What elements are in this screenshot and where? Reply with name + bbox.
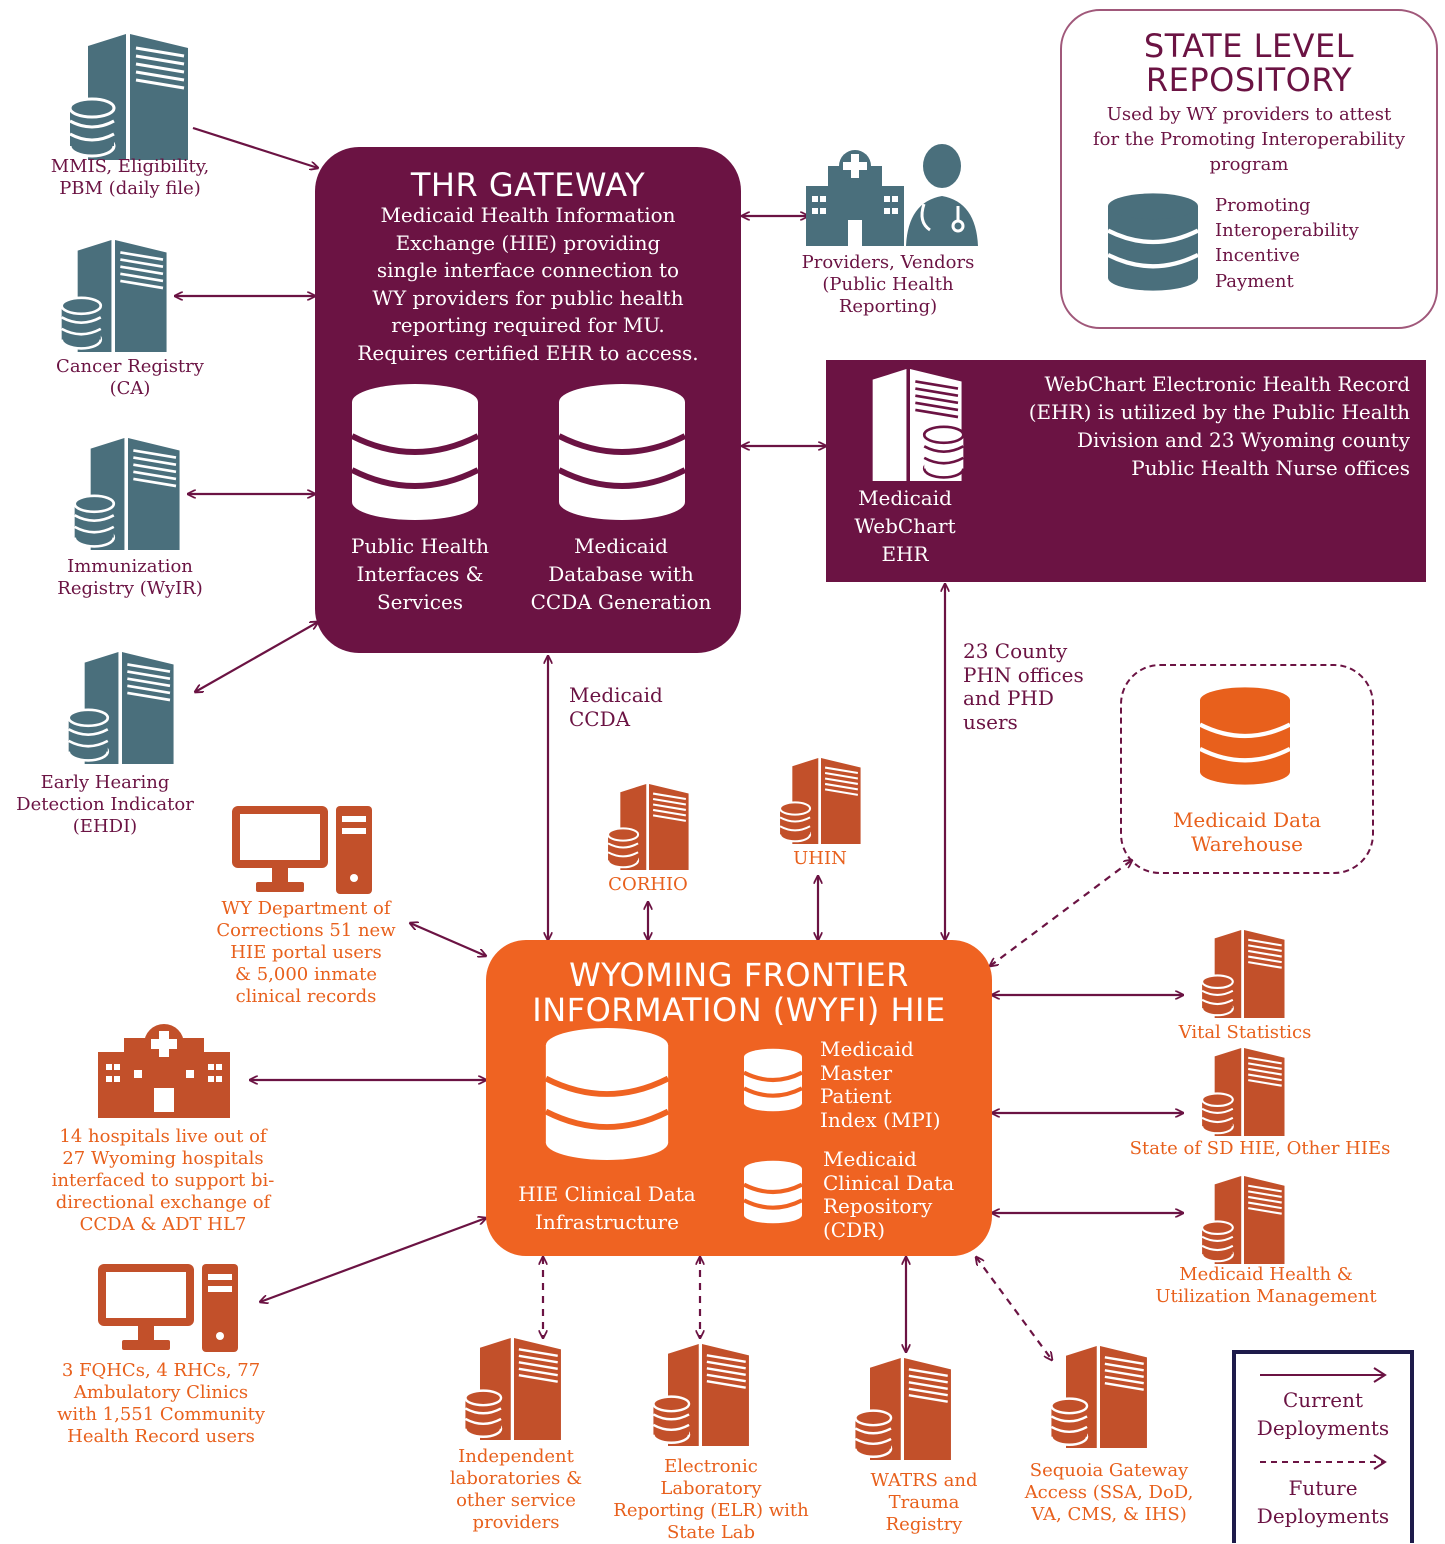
state-repo-title: STATE LEVEL REPOSITORY <box>1143 27 1355 99</box>
server-icon <box>854 1358 951 1460</box>
database-icon <box>350 384 480 520</box>
database-icon <box>743 1048 803 1112</box>
hospitals-label: 14 hospitals live out of 27 Wyoming hosp… <box>51 1126 275 1235</box>
server-icon <box>60 240 167 352</box>
arrow-wyfi-sequoia <box>976 1257 1052 1360</box>
mmis-label: MMIS, Eligibility, PBM (daily file) <box>50 156 210 199</box>
hospital-doctor-icon <box>806 144 978 246</box>
server-icon <box>1201 930 1285 1018</box>
server-icon <box>73 438 180 550</box>
providers-vendors-label: Providers, Vendors (Public Health Report… <box>801 252 975 317</box>
promoting-interoperability-label: Promoting Interoperability Incentive Pay… <box>1215 195 1359 292</box>
legend-future-label: Future Deployments <box>1256 1476 1390 1528</box>
thr-gateway-title: THR GATEWAY <box>410 166 646 204</box>
server-icon <box>1201 1048 1285 1136</box>
public-health-interfaces-label: Public Health Interfaces & Services <box>350 534 489 614</box>
utilization-management-label: Medicaid Health & Utilization Management <box>1155 1264 1377 1307</box>
server-icon <box>1201 1176 1285 1264</box>
server-icon <box>872 369 965 481</box>
medicaid-database-label: Medicaid Database with CCDA Generation <box>530 534 712 614</box>
immunization-registry-label: Immunization Registry (WyIR) <box>57 556 203 599</box>
database-icon <box>544 1028 670 1160</box>
wy-corrections-label: WY Department of Corrections 51 new HIE … <box>216 898 396 1007</box>
county-phn-label: 23 County PHN offices and PHD users <box>963 639 1084 734</box>
independent-labs-label: Independent laboratories & other service… <box>449 1446 583 1533</box>
legend-solid-arrow <box>1260 1367 1387 1383</box>
ehdi-label: Early Hearing Detection Indicator (EHDI) <box>16 772 194 837</box>
sd-hie-label: State of SD HIE, Other HIEs <box>1129 1138 1391 1159</box>
database-icon <box>1199 687 1291 785</box>
server-icon <box>68 34 188 160</box>
database-icon <box>557 384 687 520</box>
corhio-label: CORHIO <box>608 874 688 895</box>
arrow-wydoc-wyfi <box>410 923 486 956</box>
medicaid-webchart-label: Medicaid WebChart EHR <box>854 486 956 566</box>
hie-clinical-data-label: HIE Clinical Data Infrastructure <box>518 1182 696 1234</box>
state-level-repository-box <box>1060 9 1438 329</box>
legend-current-label: Current Deployments <box>1256 1388 1390 1440</box>
arrow-wyfi-warehouse <box>990 860 1132 966</box>
legend-box <box>1232 1350 1414 1543</box>
database-icon <box>743 1160 803 1224</box>
mpi-label: Medicaid Master Patient Index (MPI) <box>820 1037 941 1132</box>
thr-gateway-description: Medicaid Health Information Exchange (HI… <box>357 203 699 365</box>
server-icon <box>1050 1346 1147 1448</box>
data-warehouse-label: Medicaid Data Warehouse <box>1172 808 1322 857</box>
database-icon <box>1107 193 1199 291</box>
watrs-label: WATRS and Trauma Registry <box>870 1470 978 1535</box>
server-icon <box>652 1344 749 1446</box>
hospital-icon <box>98 1024 230 1118</box>
arrow-mmis-thr <box>192 126 318 168</box>
medicaid-ccda-label: Medicaid CCDA <box>569 683 663 732</box>
cdr-label: Medicaid Clinical Data Repository (CDR) <box>823 1147 955 1242</box>
server-icon <box>464 1338 561 1440</box>
data-warehouse-box <box>1120 664 1374 874</box>
arrow-ehdi-thr <box>195 622 318 692</box>
wyfi-hie-title: WYOMING FRONTIER INFORMATION (WYFI) HIE <box>532 956 946 1030</box>
state-repo-description: Used by WY providers to attest for the P… <box>1092 104 1406 176</box>
sequoia-label: Sequoia Gateway Access (SSA, DoD, VA, CM… <box>1024 1460 1194 1525</box>
vital-statistics-label: Vital Statistics <box>1178 1022 1312 1043</box>
arrow-fqhc-wyfi <box>260 1218 486 1302</box>
computer-icon <box>98 1264 238 1352</box>
fqhc-label: 3 FQHCs, 4 RHCs, 77 Ambulatory Clinics w… <box>56 1360 266 1447</box>
elr-label: Electronic Laboratory Reporting (ELR) wi… <box>613 1456 809 1543</box>
computer-icon <box>232 806 372 894</box>
cancer-registry-label: Cancer Registry (CA) <box>56 356 204 399</box>
server-icon <box>779 758 861 844</box>
webchart-description: WebChart Electronic Health Record (EHR) … <box>1028 372 1410 480</box>
server-icon <box>67 652 174 764</box>
server-icon <box>607 784 689 870</box>
uhin-label: UHIN <box>793 848 847 869</box>
legend-dashed-arrow <box>1260 1454 1387 1470</box>
